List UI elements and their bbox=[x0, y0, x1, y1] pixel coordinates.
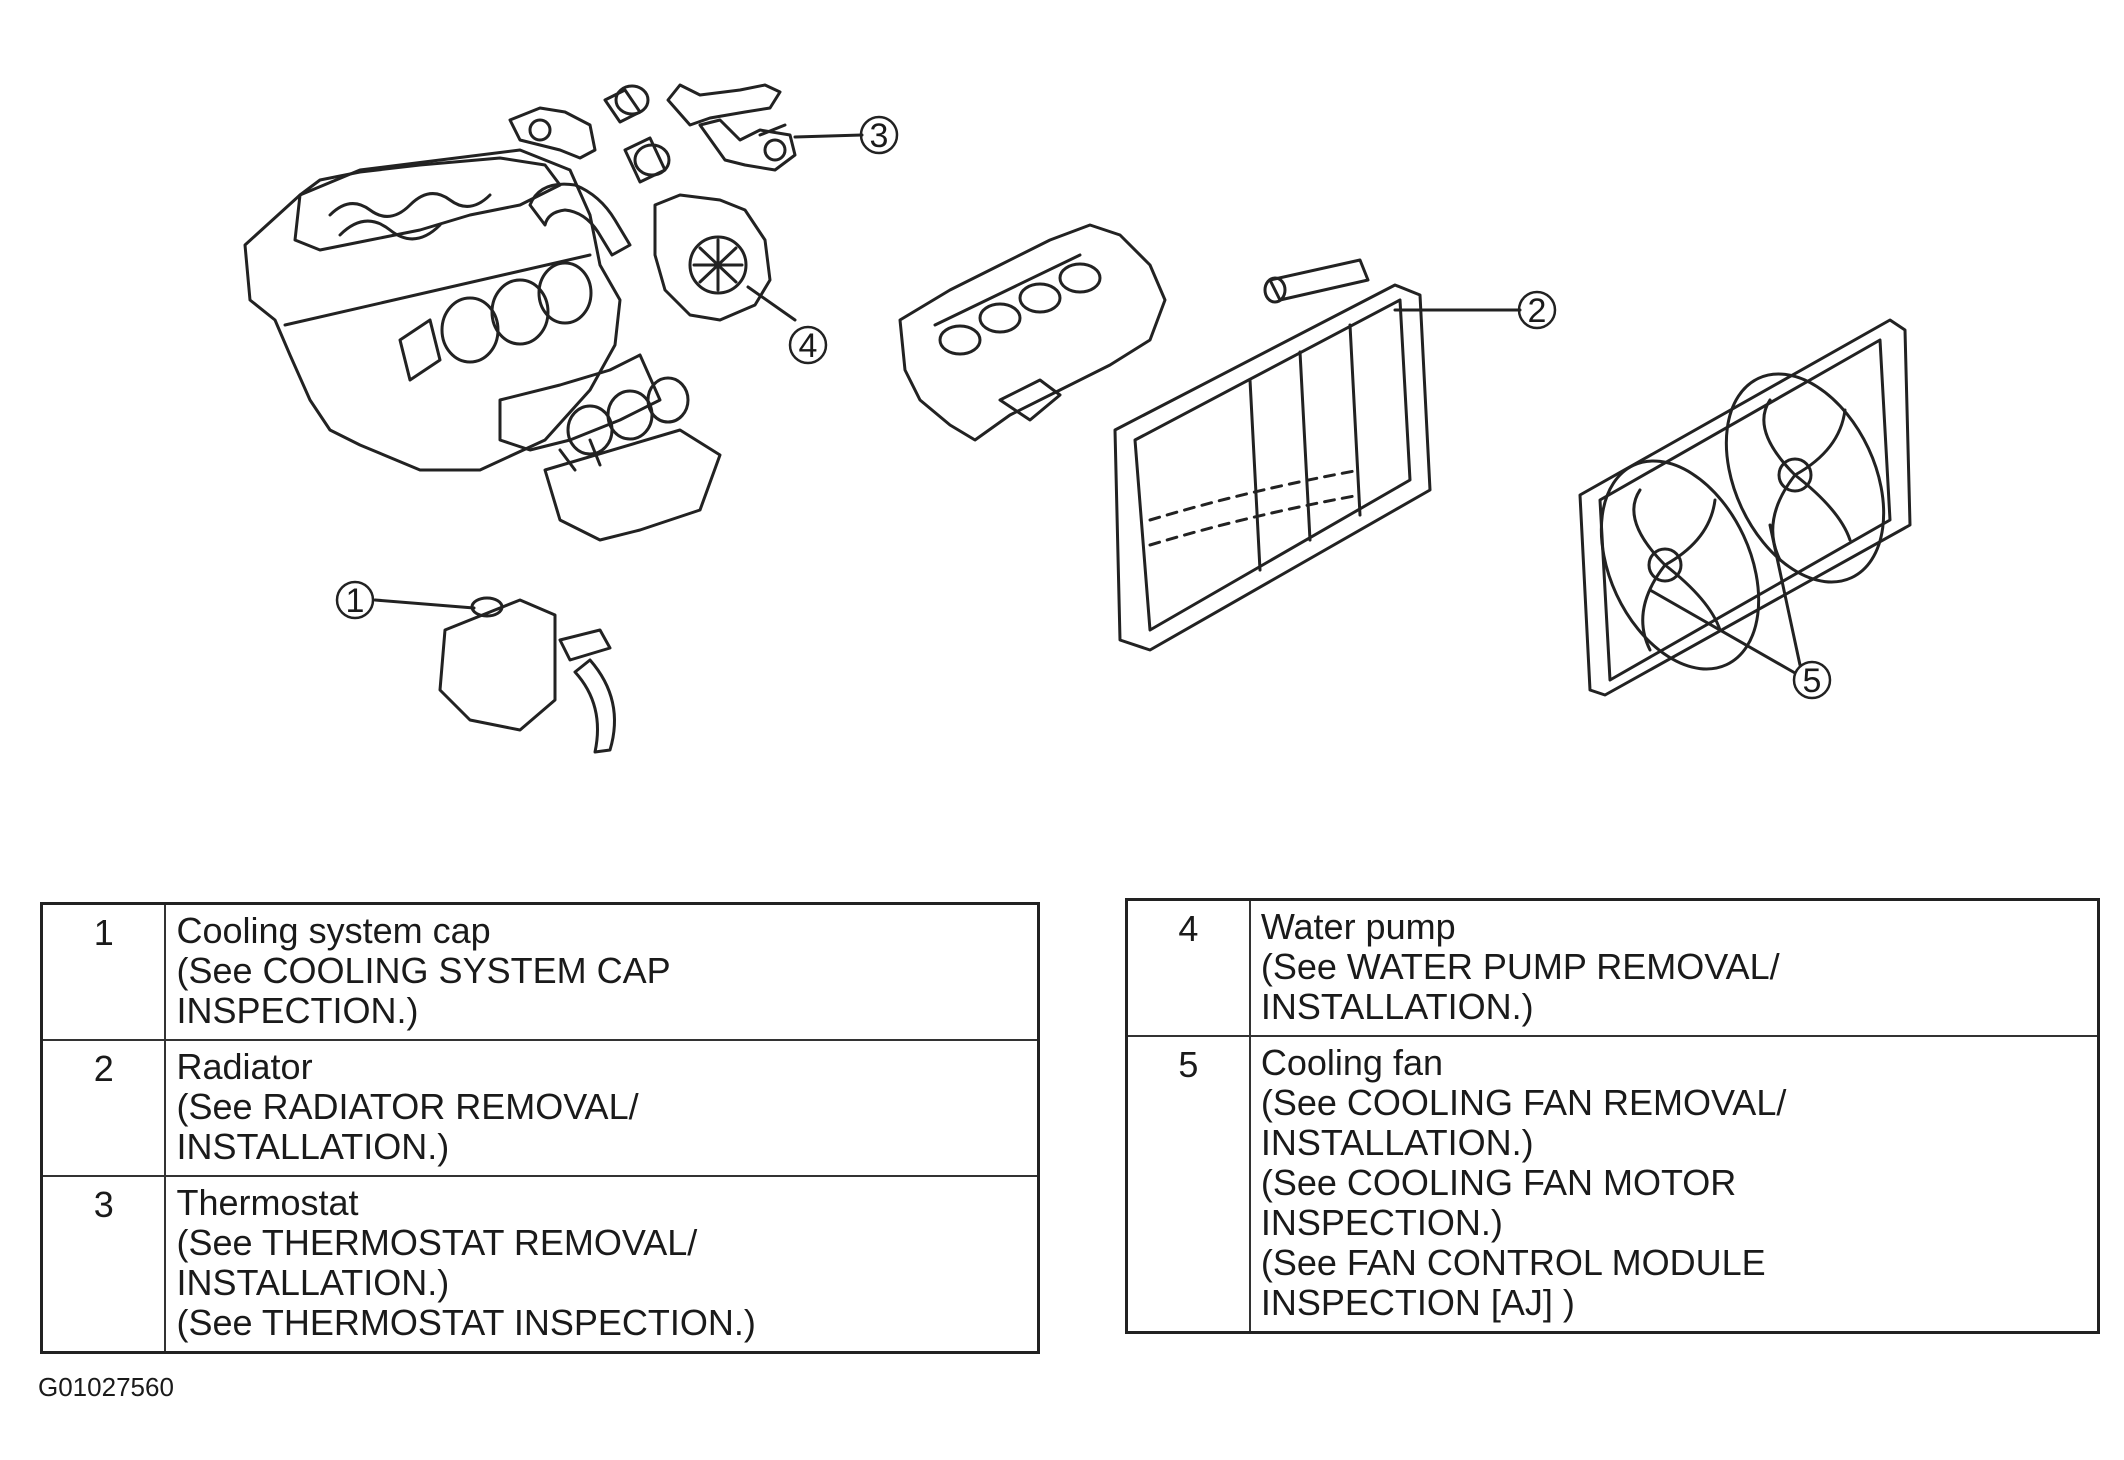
callout-3: 3 bbox=[859, 115, 899, 155]
thermostat-assembly-drawing bbox=[508, 83, 864, 184]
legend-row: 5 Cooling fan (See COOLING FAN REMOVAL/ … bbox=[1125, 1035, 2100, 1334]
figure-code: G01027560 bbox=[38, 1372, 174, 1402]
callout-5: 5 bbox=[1792, 660, 1832, 700]
part-reference: INSTALLATION.) bbox=[1260, 986, 1534, 1027]
cooling-fan-drawing bbox=[1578, 318, 1912, 697]
svg-text:2: 2 bbox=[1528, 292, 1547, 330]
legend-row: 2 Radiator (See RADIATOR REMOVAL/ INSTAL… bbox=[40, 1039, 1040, 1177]
part-number: 2 bbox=[40, 1039, 167, 1177]
callout-1: 1 bbox=[335, 580, 375, 620]
part-reference: INSPECTION.) bbox=[176, 990, 419, 1031]
parts-legend-left: 1 Cooling system cap (See COOLING SYSTEM… bbox=[40, 902, 1040, 1354]
upper-hose-drawing bbox=[528, 182, 632, 257]
part-reference: (See THERMOSTAT INSPECTION.) bbox=[176, 1302, 756, 1343]
svg-text:4: 4 bbox=[799, 327, 818, 365]
part-description: Cooling fan (See COOLING FAN REMOVAL/ IN… bbox=[1248, 1035, 2100, 1334]
part-name: Cooling system cap bbox=[176, 910, 491, 951]
svg-text:5: 5 bbox=[1803, 662, 1822, 700]
legend-row: 4 Water pump (See WATER PUMP REMOVAL/ IN… bbox=[1125, 898, 2100, 1037]
exploded-view-illustration: 1 2 3 4 5 bbox=[243, 83, 1912, 754]
radiator-drawing bbox=[1113, 258, 1522, 652]
svg-text:3: 3 bbox=[870, 117, 889, 155]
part-name: Radiator bbox=[176, 1046, 313, 1087]
part-reference: INSPECTION [AJ] ) bbox=[1260, 1282, 1575, 1323]
intake-manifold-drawing bbox=[898, 223, 1167, 442]
svg-text:1: 1 bbox=[346, 582, 365, 620]
part-description: Cooling system cap (See COOLING SYSTEM C… bbox=[164, 902, 1040, 1041]
coolant-reservoir-drawing bbox=[373, 596, 616, 754]
part-description: Thermostat (See THERMOSTAT REMOVAL/ INST… bbox=[164, 1175, 1040, 1354]
part-reference: INSTALLATION.) bbox=[176, 1262, 450, 1303]
part-reference: (See COOLING FAN REMOVAL/ bbox=[1260, 1082, 1787, 1123]
part-number: 3 bbox=[40, 1175, 167, 1354]
part-reference: (See RADIATOR REMOVAL/ bbox=[176, 1086, 639, 1127]
part-number: 4 bbox=[1125, 898, 1251, 1037]
part-reference: (See THERMOSTAT REMOVAL/ bbox=[176, 1222, 698, 1263]
part-number: 1 bbox=[40, 902, 167, 1041]
part-description: Water pump (See WATER PUMP REMOVAL/ INST… bbox=[1248, 898, 2100, 1037]
part-reference: (See WATER PUMP REMOVAL/ bbox=[1260, 946, 1780, 987]
part-reference: INSPECTION.) bbox=[1260, 1202, 1503, 1243]
part-name: Cooling fan bbox=[1260, 1042, 1444, 1083]
callout-4: 4 bbox=[788, 325, 828, 365]
part-reference: (See COOLING SYSTEM CAP bbox=[176, 950, 671, 991]
part-reference: INSTALLATION.) bbox=[1260, 1122, 1534, 1163]
part-reference: INSTALLATION.) bbox=[176, 1126, 450, 1167]
legend-row: 1 Cooling system cap (See COOLING SYSTEM… bbox=[40, 902, 1040, 1041]
engine-block-drawing bbox=[243, 148, 722, 542]
water-pump-drawing bbox=[653, 193, 797, 322]
part-reference: (See COOLING FAN MOTOR bbox=[1260, 1162, 1737, 1203]
part-reference: (See FAN CONTROL MODULE bbox=[1260, 1242, 1766, 1283]
callout-2: 2 bbox=[1517, 290, 1557, 330]
part-name: Thermostat bbox=[176, 1182, 359, 1223]
parts-legend-right: 4 Water pump (See WATER PUMP REMOVAL/ IN… bbox=[1125, 898, 2100, 1334]
part-name: Water pump bbox=[1260, 906, 1456, 947]
part-description: Radiator (See RADIATOR REMOVAL/ INSTALLA… bbox=[164, 1039, 1040, 1177]
legend-row: 3 Thermostat (See THERMOSTAT REMOVAL/ IN… bbox=[40, 1175, 1040, 1354]
part-number: 5 bbox=[1125, 1035, 1251, 1334]
